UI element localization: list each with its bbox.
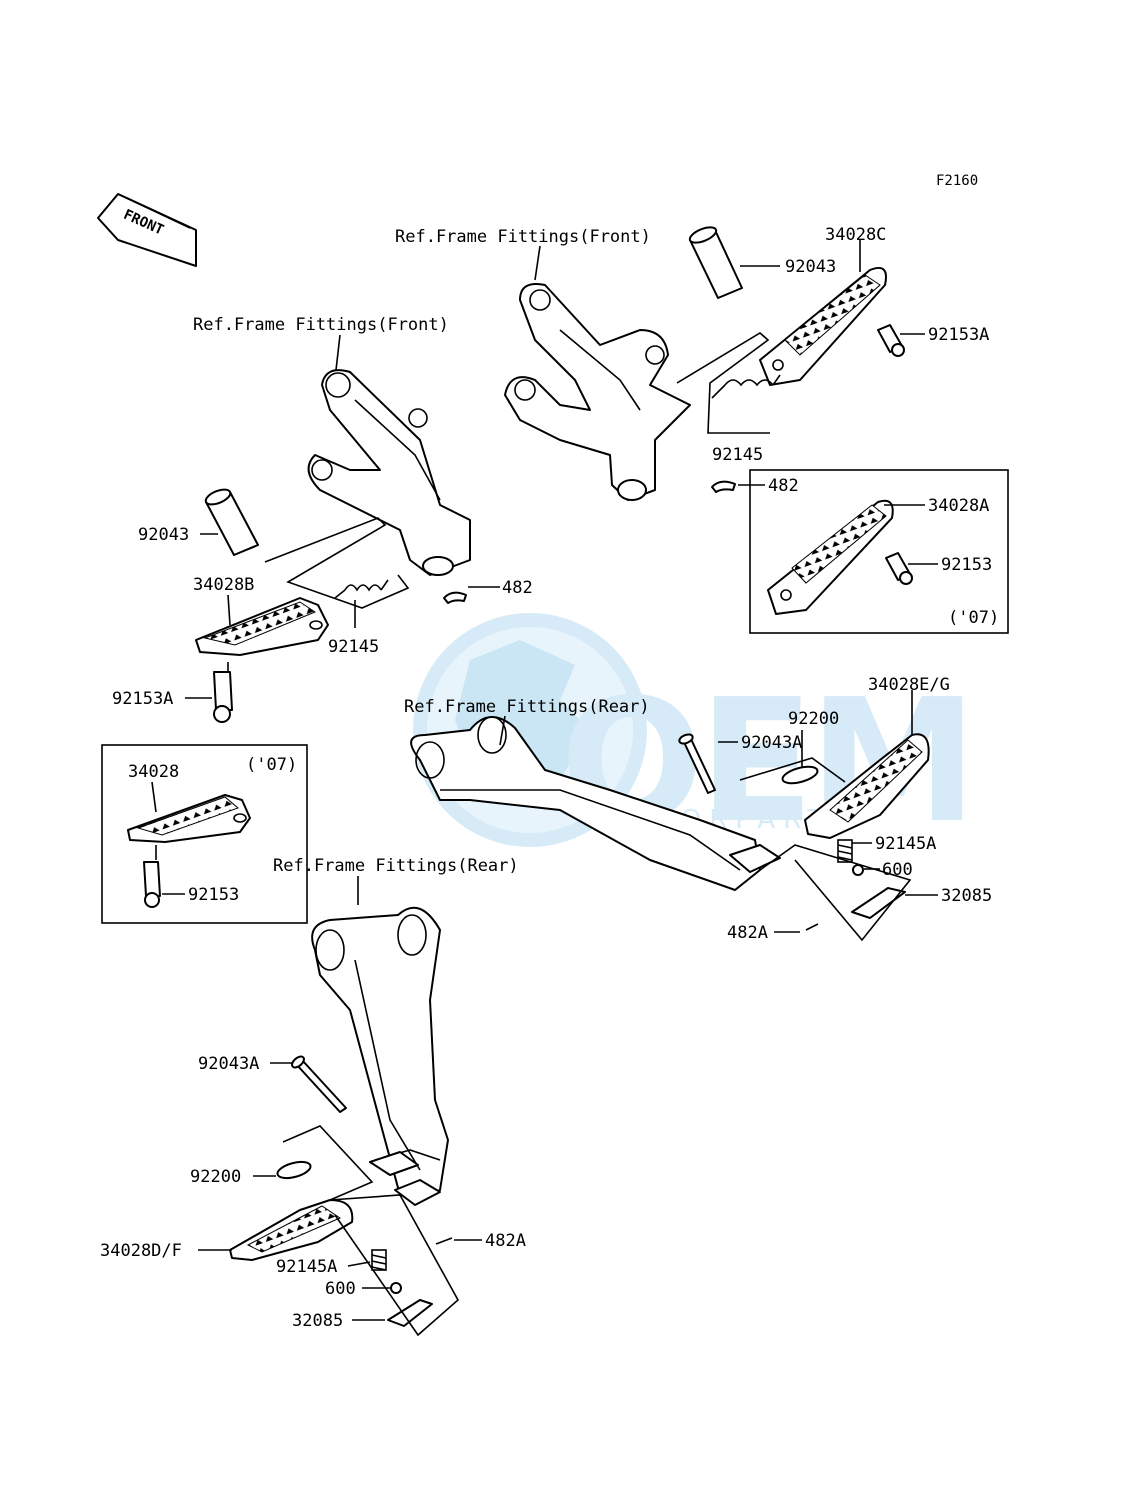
ref-frame-front-right: Ref.Frame Fittings(Front) — [395, 227, 651, 247]
callout-92145A-right: 92145A — [875, 834, 936, 854]
bolt-92153-inset-right — [885, 552, 913, 585]
spring-92145A-right — [837, 839, 853, 863]
ref-frame-rear-right: Ref.Frame Fittings(Rear) — [404, 697, 650, 717]
callout-482A-right: 482A — [727, 923, 768, 943]
inset-box-left — [101, 744, 308, 924]
footpeg-34028B — [195, 597, 329, 656]
callout-92153-inset-left: 92153 — [188, 885, 239, 905]
callout-92153A-left: 92153A — [112, 689, 173, 709]
footpeg-34028-inset — [127, 794, 251, 843]
callout-92145-right: 92145 — [712, 445, 763, 465]
callout-482A-left: 482A — [485, 1231, 526, 1251]
circlip-482-right — [711, 480, 736, 493]
callout-600-right: 600 — [882, 860, 913, 880]
pin-92043A-left — [291, 1055, 347, 1113]
bolt-92153-inset-left — [143, 861, 161, 908]
inset-box-right — [749, 469, 1009, 634]
footpeg-34028DF — [229, 1199, 354, 1261]
callout-34028EG: 34028E/G — [868, 675, 950, 695]
bolt-92153A-left — [213, 671, 233, 723]
plate-32085-right — [851, 887, 906, 919]
spring-92145-right — [711, 374, 781, 399]
callout-34028B: 34028B — [193, 575, 254, 595]
front-direction-arrow: FRONT — [97, 193, 197, 267]
plate-32085-left — [387, 1299, 433, 1327]
circlip-482A-left — [435, 1237, 453, 1245]
front-bracket-right — [504, 283, 691, 501]
diagram-code: F2160 — [936, 173, 978, 189]
callout-34028A: 34028A — [928, 496, 989, 516]
inset-year-right: ('07) — [948, 608, 999, 628]
washer-92200-right — [781, 765, 819, 785]
front-bracket-left — [307, 369, 471, 576]
callout-92145A-left: 92145A — [276, 1257, 337, 1277]
callout-32085-left: 32085 — [292, 1311, 343, 1331]
washer-92200-left — [276, 1160, 312, 1180]
callout-92043-left: 92043 — [138, 525, 189, 545]
bolt-92153A-right — [877, 324, 905, 357]
callout-482-right: 482 — [768, 476, 799, 496]
inset-year-left: ('07) — [246, 755, 297, 775]
callout-34028DF: 34028D/F — [100, 1241, 182, 1261]
callout-92200-right: 92200 — [788, 709, 839, 729]
ref-frame-front-left: Ref.Frame Fittings(Front) — [193, 315, 449, 335]
callout-92153-inset-right: 92153 — [941, 555, 992, 575]
ball-600-left — [390, 1282, 402, 1294]
circlip-482-left — [443, 591, 467, 604]
rear-bracket-left — [311, 906, 449, 1206]
pin-92043-left — [204, 488, 259, 556]
spring-92145A-left — [371, 1249, 387, 1271]
callout-92043-right: 92043 — [785, 257, 836, 277]
ball-600-right — [852, 864, 864, 876]
callout-92153A-right: 92153A — [928, 325, 989, 345]
footpeg-34028A — [767, 499, 894, 615]
callout-600-left: 600 — [325, 1279, 356, 1299]
ref-frame-rear-left: Ref.Frame Fittings(Rear) — [273, 856, 519, 876]
spring-92145-left — [334, 579, 389, 599]
footpeg-34028C — [759, 266, 887, 386]
callout-92043A-left: 92043A — [198, 1054, 259, 1074]
callout-482-left: 482 — [502, 578, 533, 598]
callout-92145-left: 92145 — [328, 637, 379, 657]
callout-92043A-right: 92043A — [741, 733, 802, 753]
callout-34028C: 34028C — [825, 225, 886, 245]
callout-92200-left: 92200 — [190, 1167, 241, 1187]
callout-32085-right: 32085 — [941, 886, 992, 906]
pin-92043-right — [688, 226, 743, 299]
circlip-482A-right — [805, 923, 819, 931]
pin-92043A-right — [678, 733, 716, 794]
callout-34028-inset: 34028 — [128, 762, 179, 782]
rear-bracket-right — [410, 716, 781, 891]
